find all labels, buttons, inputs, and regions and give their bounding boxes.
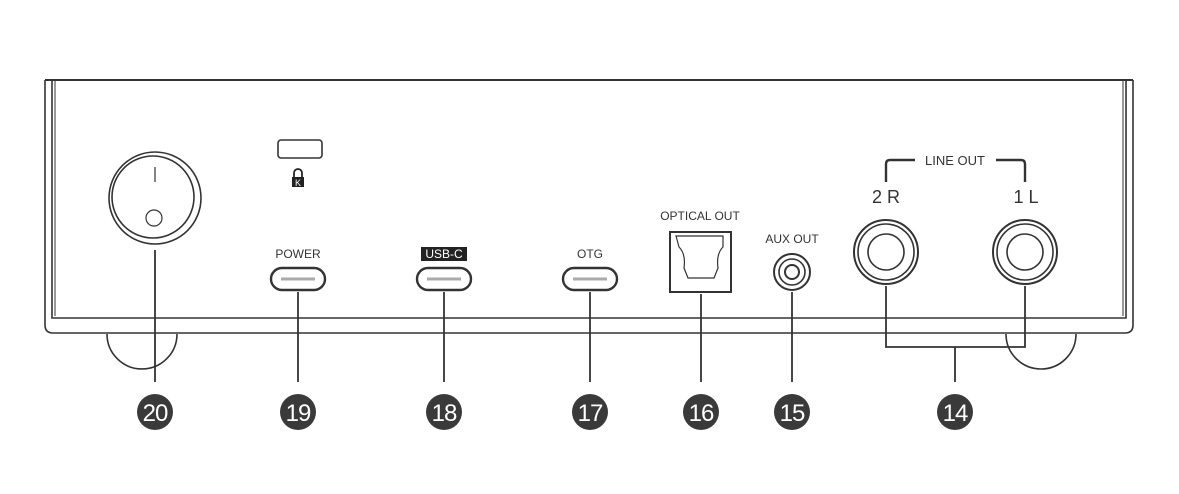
foot-left [106, 333, 178, 370]
callout-14: 14 [937, 394, 973, 430]
chassis-outline [44, 80, 1134, 334]
power-port[interactable] [269, 266, 327, 292]
svg-text:20: 20 [143, 400, 168, 427]
callout-17: 17 [572, 394, 608, 430]
power-label: POWER [275, 247, 321, 261]
kensington-slot [277, 139, 323, 159]
usb-c-label: USB-C [425, 247, 463, 261]
callout-15: 15 [774, 394, 810, 430]
channel-2r-label: 2 R [872, 187, 900, 207]
svg-text:15: 15 [780, 400, 805, 427]
usb-c-label-bg [421, 247, 467, 261]
power-switch[interactable] [108, 151, 202, 245]
callout-19: 19 [280, 394, 316, 430]
callout-18: 18 [426, 394, 462, 430]
line-out-bracket [884, 158, 1027, 182]
line-out-2r-jack[interactable] [853, 219, 919, 285]
svg-text:18: 18 [432, 400, 457, 427]
callout-16: 16 [683, 394, 719, 430]
svg-text:K: K [295, 178, 301, 188]
chassis-inner [51, 80, 1127, 319]
foot-right [1005, 333, 1077, 370]
svg-text:14: 14 [943, 400, 968, 427]
otg-port[interactable] [561, 266, 619, 292]
line-out-1l-jack[interactable] [992, 219, 1058, 285]
optical-out-label: OPTICAL OUT [660, 209, 740, 223]
aux-out-label: AUX OUT [765, 232, 819, 246]
otg-label: OTG [577, 247, 603, 261]
lock-icon: K [292, 168, 304, 188]
svg-text:17: 17 [578, 400, 603, 427]
svg-text:16: 16 [689, 400, 714, 427]
usb-c-port[interactable] [415, 266, 473, 292]
callout-20: 20 [137, 394, 173, 430]
channel-1l-label: 1 L [1013, 187, 1038, 207]
line-out-label: LINE OUT [925, 153, 985, 168]
svg-text:19: 19 [286, 400, 311, 427]
leader-lines [154, 250, 1026, 382]
optical-out-port[interactable] [669, 231, 732, 293]
aux-out-jack[interactable] [773, 253, 811, 291]
